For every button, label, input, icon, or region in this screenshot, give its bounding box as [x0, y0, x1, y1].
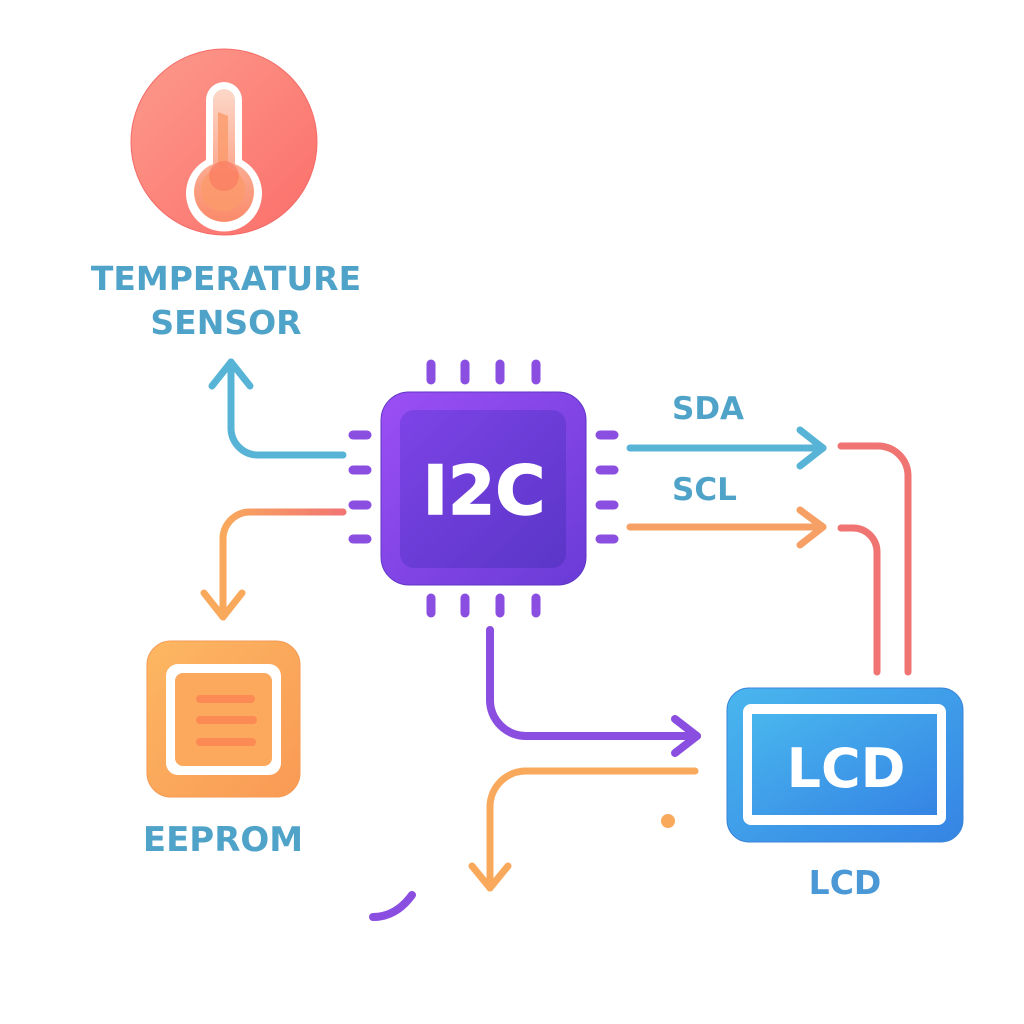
memory-chip-icon [196, 695, 257, 746]
eeprom-node[interactable]: EEPROM [143, 640, 303, 860]
lcd-output-arrow [468, 767, 699, 892]
thermometer-icon [186, 82, 262, 232]
eeprom-label: EEPROM [143, 820, 303, 860]
sda-line [626, 426, 827, 470]
lcd-node[interactable]: LCD LCD [726, 687, 964, 902]
chip-label: I2C [423, 452, 546, 531]
purple-arc-fragment [369, 891, 416, 921]
scl-line [626, 506, 827, 549]
lcd-label: LCD [809, 863, 882, 902]
lcd-bus-lines [837, 442, 912, 676]
sensor-label-line1: TEMPERATURE [91, 259, 361, 298]
chip-to-lcd-arrow [486, 626, 701, 757]
chip-core [400, 410, 566, 568]
i2c-controller-node[interactable]: I2C [348, 359, 619, 618]
eeprom-connection-arrow [200, 508, 347, 621]
sda-label: SDA [672, 391, 744, 427]
display-icon [752, 714, 937, 815]
sensor-connection-arrow [208, 358, 347, 459]
scl-label: SCL [672, 472, 737, 508]
temperature-sensor-node[interactable]: TEMPERATURE SENSOR [91, 48, 361, 342]
chip-pins [348, 359, 619, 618]
sensor-label-line2: SENSOR [150, 303, 301, 342]
lcd-screen-text: LCD [787, 737, 906, 800]
orange-dot [661, 814, 675, 828]
